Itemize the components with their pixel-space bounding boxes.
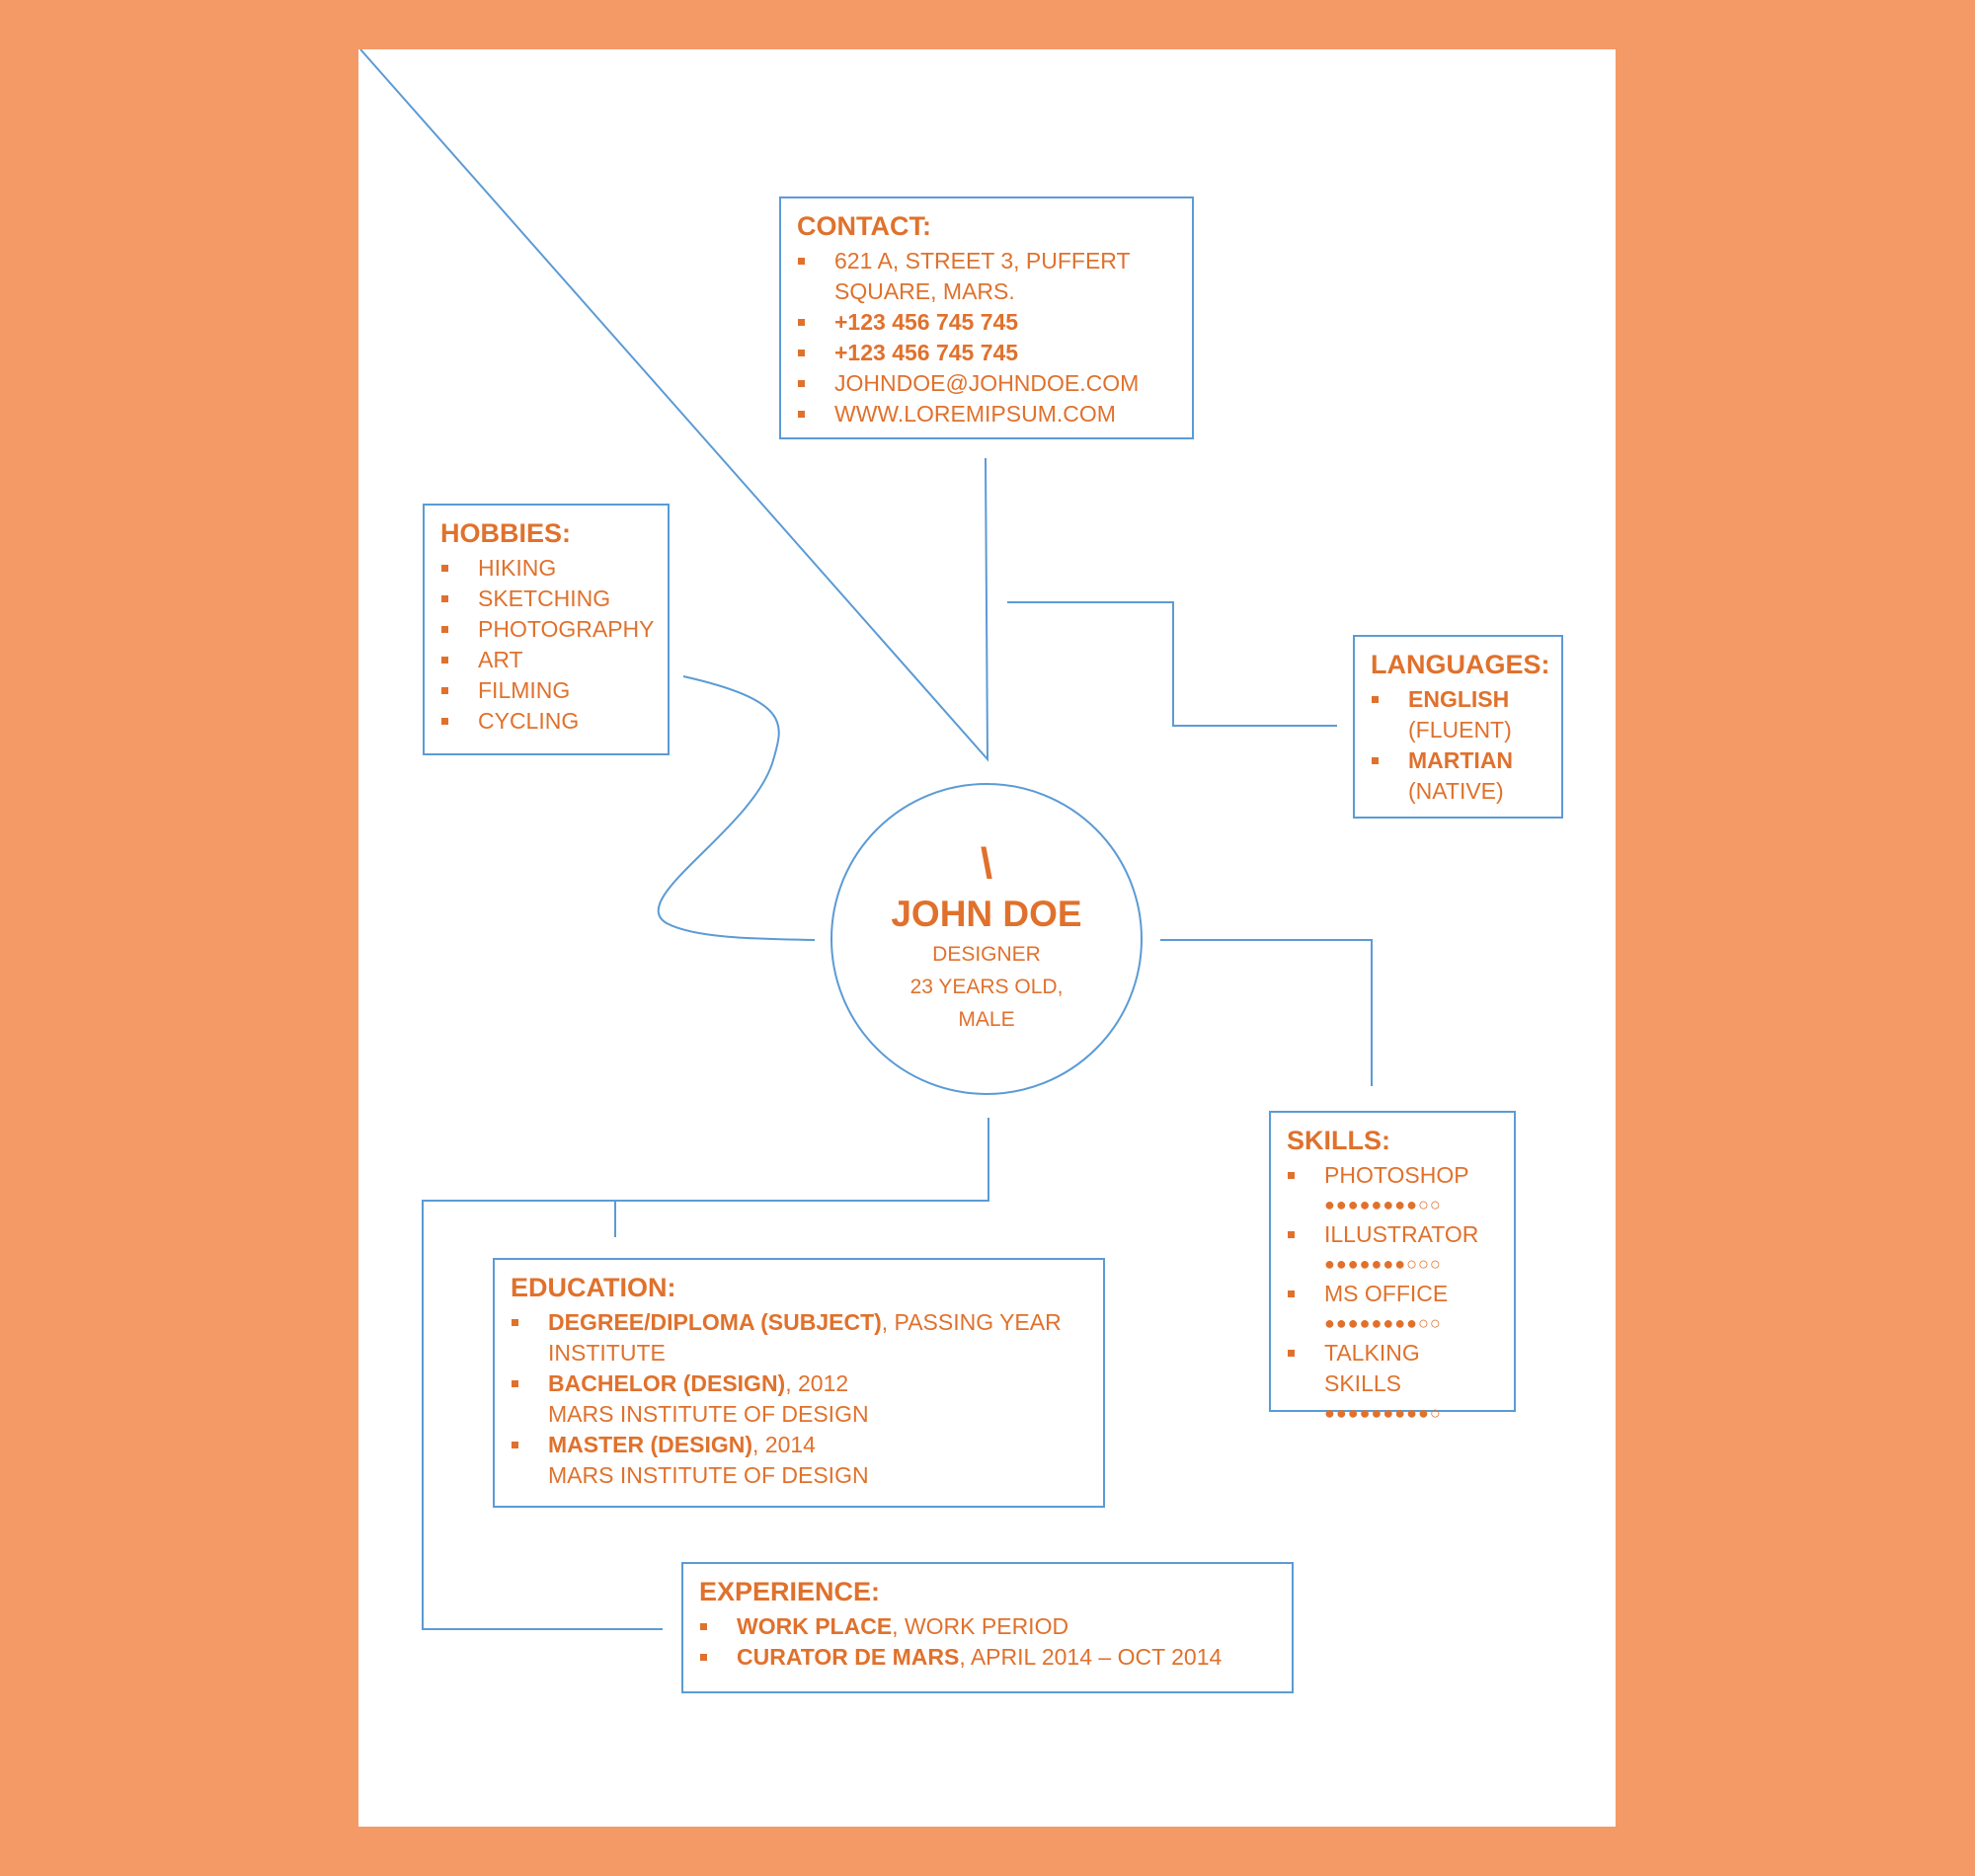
languages-section: LANGUAGES: ENGLISH (FLUENT) MARTIAN (NAT… (1353, 635, 1563, 819)
skill-name: TALKING SKILLS (1324, 1340, 1420, 1396)
skill-rating: ●●●●●●●●●○ (1324, 1403, 1442, 1423)
skill-item: TALKING SKILLS ●●●●●●●●●○ (1287, 1338, 1498, 1428)
skill-name: ILLUSTRATOR (1324, 1221, 1479, 1247)
education-connector (422, 1118, 989, 1630)
experience-place: CURATOR DE MARS (737, 1644, 960, 1670)
phone1-text: +123 456 745 745 (834, 309, 1019, 335)
skill-rating: ●●●●●●●○○○ (1324, 1254, 1442, 1274)
hobby-item: ART (440, 645, 652, 675)
phone2-text: +123 456 745 745 (834, 340, 1019, 365)
experience-title: EXPERIENCE: (699, 1577, 881, 1606)
hobby-item: SKETCHING (440, 584, 652, 614)
hobby-item: PHOTOGRAPHY (440, 614, 655, 645)
skills-title: SKILLS: (1287, 1126, 1390, 1155)
education-list: DEGREE/DIPLOMA (SUBJECT), PASSING YEAR I… (511, 1307, 1087, 1491)
skill-item: MS OFFICE ●●●●●●●●○○ (1287, 1279, 1498, 1338)
language-level: (NATIVE) (1408, 778, 1504, 804)
contact-website: WWW.LOREMIPSUM.COM (797, 399, 1176, 430)
education-year: , 2012 (785, 1370, 849, 1396)
profile-role: DESIGNER (932, 943, 1041, 966)
education-institute: MARS INSTITUTE OF DESIGN (548, 1401, 869, 1427)
education-institute: MARS INSTITUTE OF DESIGN (548, 1462, 869, 1488)
experience-period: , WORK PERIOD (892, 1613, 1069, 1639)
languages-list: ENGLISH (FLUENT) MARTIAN (NATIVE) (1371, 684, 1545, 807)
contact-email: JOHNDOE@JOHNDOE.COM (797, 368, 1176, 399)
diagonal-line (359, 49, 989, 762)
hobbies-title: HOBBIES: (440, 518, 572, 548)
experience-item: WORK PLACE, WORK PERIOD (699, 1611, 1276, 1642)
education-year: , 2014 (752, 1432, 816, 1457)
profile-gender: MALE (958, 1008, 1015, 1031)
education-title: EDUCATION: (511, 1273, 676, 1302)
skill-item: PHOTOSHOP ●●●●●●●●○○ (1287, 1160, 1498, 1219)
contact-phone1: +123 456 745 745 (797, 307, 1176, 338)
hobbies-connector (657, 675, 816, 941)
education-item: BACHELOR (DESIGN), 2012 MARS INSTITUTE O… (511, 1368, 1087, 1430)
education-year: , PASSING YEAR (881, 1309, 1062, 1335)
address-line2: SQUARE, MARS. (834, 278, 1015, 304)
hobby-item: FILMING (440, 675, 652, 706)
languages-title: LANGUAGES: (1371, 650, 1550, 679)
language-level: (FLUENT) (1408, 717, 1512, 743)
education-degree: MASTER (DESIGN) (548, 1432, 752, 1457)
skill-item: ILLUSTRATOR ●●●●●●●○○○ (1287, 1219, 1498, 1279)
education-item: MASTER (DESIGN), 2014 MARS INSTITUTE OF … (511, 1430, 1087, 1491)
skill-name: PHOTOSHOP (1324, 1162, 1469, 1188)
skill-rating: ●●●●●●●●○○ (1324, 1195, 1442, 1214)
profile-name: JOHN DOE (891, 894, 1082, 934)
education-degree: BACHELOR (DESIGN) (548, 1370, 786, 1396)
skills-list: PHOTOSHOP ●●●●●●●●○○ ILLUSTRATOR ●●●●●●●… (1287, 1160, 1498, 1428)
experience-place: WORK PLACE (737, 1613, 893, 1639)
skills-section: SKILLS: PHOTOSHOP ●●●●●●●●○○ ILLUSTRATOR… (1269, 1111, 1516, 1423)
resume-page: CONTACT: 621 A, STREET 3, PUFFERT SQUARE… (358, 49, 1616, 1827)
hobbies-list: HIKING SKETCHING PHOTOGRAPHY ART FILMING… (440, 553, 655, 737)
profile-circle: \ JOHN DOE DESIGNER 23 YEARS OLD, MALE (830, 783, 1143, 1095)
language-name: MARTIAN (1408, 747, 1514, 773)
contact-phone2: +123 456 745 745 (797, 338, 1176, 368)
contact-list: 621 A, STREET 3, PUFFERT SQUARE, MARS. +… (797, 246, 1176, 430)
education-degree: DEGREE/DIPLOMA (SUBJECT) (548, 1309, 882, 1335)
profile-age: 23 YEARS OLD, (909, 976, 1064, 998)
hobbies-section: HOBBIES: HIKING SKETCHING PHOTOGRAPHY AR… (423, 504, 670, 755)
education-section: EDUCATION: DEGREE/DIPLOMA (SUBJECT), PAS… (493, 1258, 1105, 1508)
address-line1: 621 A, STREET 3, PUFFERT (834, 248, 1131, 274)
experience-list: WORK PLACE, WORK PERIOD CURATOR DE MARS,… (699, 1611, 1276, 1673)
experience-item: CURATOR DE MARS, APRIL 2014 – OCT 2014 (699, 1642, 1276, 1673)
experience-section: EXPERIENCE: WORK PLACE, WORK PERIOD CURA… (681, 1562, 1294, 1693)
skill-rating: ●●●●●●●●○○ (1324, 1313, 1442, 1333)
experience-period: , APRIL 2014 – OCT 2014 (959, 1644, 1223, 1670)
contact-title: CONTACT: (797, 211, 931, 241)
languages-connector (1007, 601, 1337, 727)
language-item: MARTIAN (NATIVE) (1371, 745, 1545, 807)
language-item: ENGLISH (FLUENT) (1371, 684, 1545, 745)
hobby-item: HIKING (440, 553, 652, 584)
education-item: DEGREE/DIPLOMA (SUBJECT), PASSING YEAR I… (511, 1307, 1087, 1368)
contact-address: 621 A, STREET 3, PUFFERT SQUARE, MARS. (797, 246, 1176, 307)
skill-name: MS OFFICE (1324, 1281, 1449, 1306)
skills-connector (1160, 939, 1373, 1086)
contact-section: CONTACT: 621 A, STREET 3, PUFFERT SQUARE… (779, 196, 1194, 439)
profile-mark: \ (980, 839, 993, 888)
education-institute: INSTITUTE (548, 1340, 666, 1366)
language-name: ENGLISH (1408, 686, 1510, 712)
hobby-item: CYCLING (440, 706, 652, 737)
connector-lines (359, 49, 1373, 1630)
